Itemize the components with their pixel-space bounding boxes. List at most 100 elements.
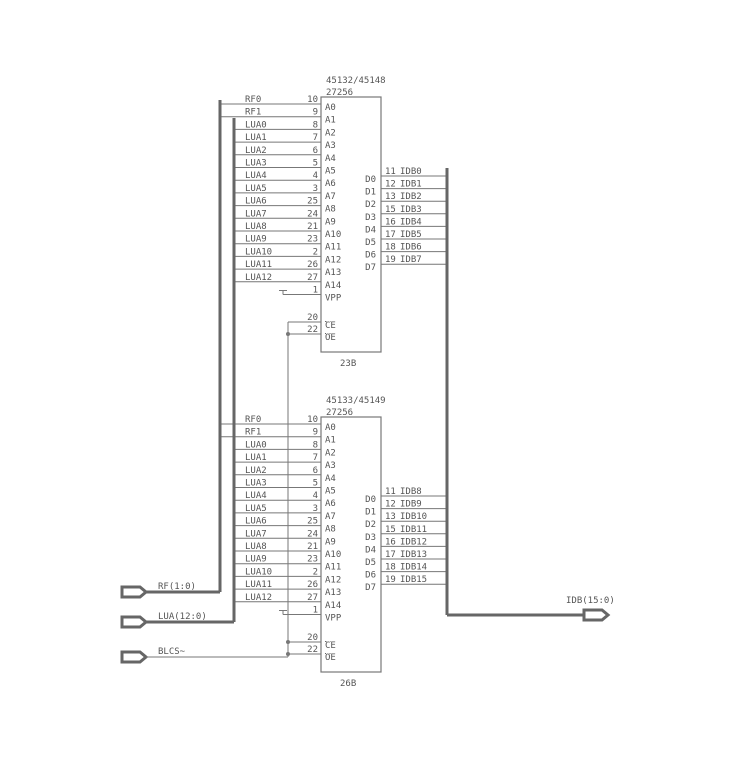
pin-name: A11 [325,243,341,253]
address-net-label: RF1 [245,108,261,118]
address-net-label: LUA5 [245,504,267,514]
pin-name: A4 [325,154,336,164]
data-net-label: IDB12 [400,537,427,547]
pin-name: D3 [365,213,376,223]
pin-number: 8 [313,440,318,450]
pin-name: A13 [325,268,341,278]
address-net-label: LUA2 [245,146,267,156]
pin-number: 7 [313,133,318,143]
pin-name: VPP [325,614,342,624]
pin-name: CE [325,641,336,651]
pin-name: A3 [325,141,336,151]
address-net-label: LUA4 [245,171,267,181]
pin-number: 22 [307,325,318,335]
pin-name: A5 [325,167,336,177]
address-net-label: LUA4 [245,491,267,501]
pin-name: A6 [325,179,336,189]
address-net-label: LUA11 [245,580,272,590]
address-net-label: LUA7 [245,529,267,539]
pin-name: A12 [325,575,341,585]
address-net-label: LUA1 [245,453,267,463]
rf-connector-label: RF(1:0) [158,582,196,592]
chip-body [320,96,382,353]
pin-name: D5 [365,238,376,248]
address-net-label: LUA8 [245,222,267,232]
address-net-label: RF0 [245,95,261,105]
chip-type: 27256 [326,408,353,418]
pin-name: A9 [325,537,336,547]
pin-number: 4 [313,171,318,181]
pin-name: A13 [325,588,341,598]
pin-number: 18 [385,563,396,573]
pin-name: D1 [365,188,376,198]
pin-number: 21 [307,542,318,552]
pin-name: D1 [365,508,376,518]
address-net-label: RF1 [245,428,261,438]
pin-number: 15 [385,525,396,535]
address-net-label: LUA9 [245,235,267,245]
pin-number: 16 [385,217,396,227]
address-net-label: LUA2 [245,466,267,476]
pin-name: A5 [325,487,336,497]
data-net-label: IDB15 [400,575,427,585]
pin-name: A14 [325,601,341,611]
pin-name: D4 [365,545,376,555]
data-net-label: IDB9 [400,500,422,510]
pin-name: A6 [325,499,336,509]
pin-number: 5 [313,159,318,169]
chip-part-number: 45132/45148 [326,76,386,86]
pin-name: A2 [325,128,336,138]
data-net-label: IDB7 [400,255,422,265]
pin-name: OE [325,333,336,343]
pin-number: 26 [307,260,318,270]
address-net-label: LUA12 [245,593,272,603]
address-net-label: LUA7 [245,209,267,219]
pin-name: A3 [325,461,336,471]
pin-number: 18 [385,243,396,253]
pin-name: CE [325,321,336,331]
pin-name: A9 [325,217,336,227]
chip-body [320,416,382,673]
pin-name: A11 [325,563,341,573]
pin-name: D2 [365,200,376,210]
pin-name: A2 [325,448,336,458]
pin-number: 22 [307,645,318,655]
address-net-label: LUA3 [245,159,267,169]
pin-number: 12 [385,500,396,510]
pin-number: 23 [307,555,318,565]
pin-number: 27 [307,273,318,283]
pin-name: A14 [325,281,341,291]
pin-name: D0 [365,175,376,185]
pin-name: A7 [325,512,336,522]
pin-number: 20 [307,313,318,323]
pin-number: 23 [307,235,318,245]
pin-name: A12 [325,255,341,265]
pin-name: A8 [325,525,336,535]
idb-connector-label: IDB(15:0) [566,596,615,606]
address-net-label: LUA0 [245,120,267,130]
pin-number: 10 [307,415,318,425]
pin-number: 24 [307,209,318,219]
pin-number: 26 [307,580,318,590]
pin-name: D7 [365,583,376,593]
pin-name: A8 [325,205,336,215]
pin-name: D0 [365,495,376,505]
idb-connector [582,608,611,622]
pin-number: 3 [313,504,318,514]
pin-name: OE [325,653,336,663]
chip-reference: 26B [340,679,356,689]
pin-name: A7 [325,192,336,202]
pin-number: 8 [313,120,318,130]
pin-name: A0 [325,103,336,113]
data-net-label: IDB10 [400,512,427,522]
pin-number: 5 [313,479,318,489]
data-net-label: IDB6 [400,243,422,253]
address-net-label: LUA6 [245,517,267,527]
blcs-connector [120,650,149,664]
address-net-label: LUA11 [245,260,272,270]
pin-name: D3 [365,533,376,543]
address-net-label: LUA5 [245,184,267,194]
data-net-label: IDB13 [400,550,427,560]
pin-name: D4 [365,225,376,235]
